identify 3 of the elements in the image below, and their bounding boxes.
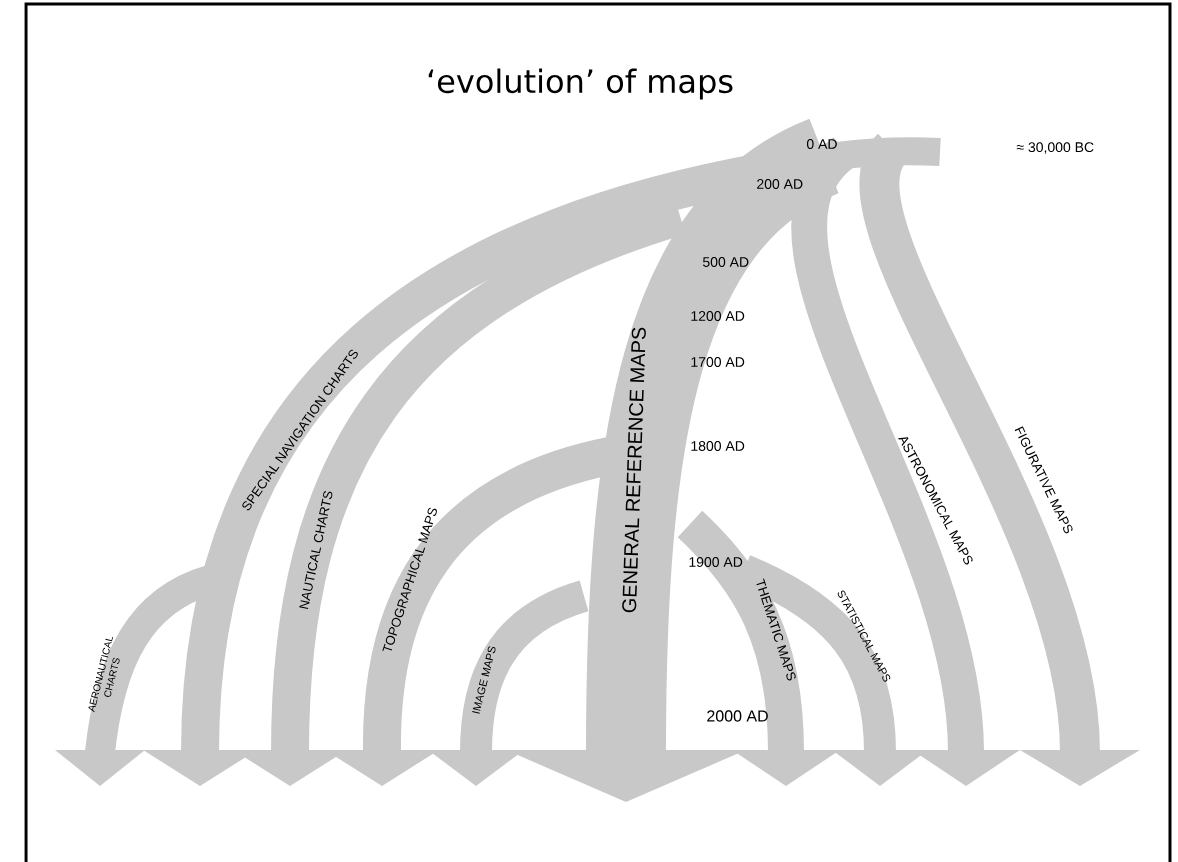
date-label: 2000 AD bbox=[707, 710, 768, 722]
title: ‘evolution’ of maps bbox=[428, 68, 733, 100]
band-label: GENERAL REFERENCE MAPS bbox=[622, 327, 646, 613]
